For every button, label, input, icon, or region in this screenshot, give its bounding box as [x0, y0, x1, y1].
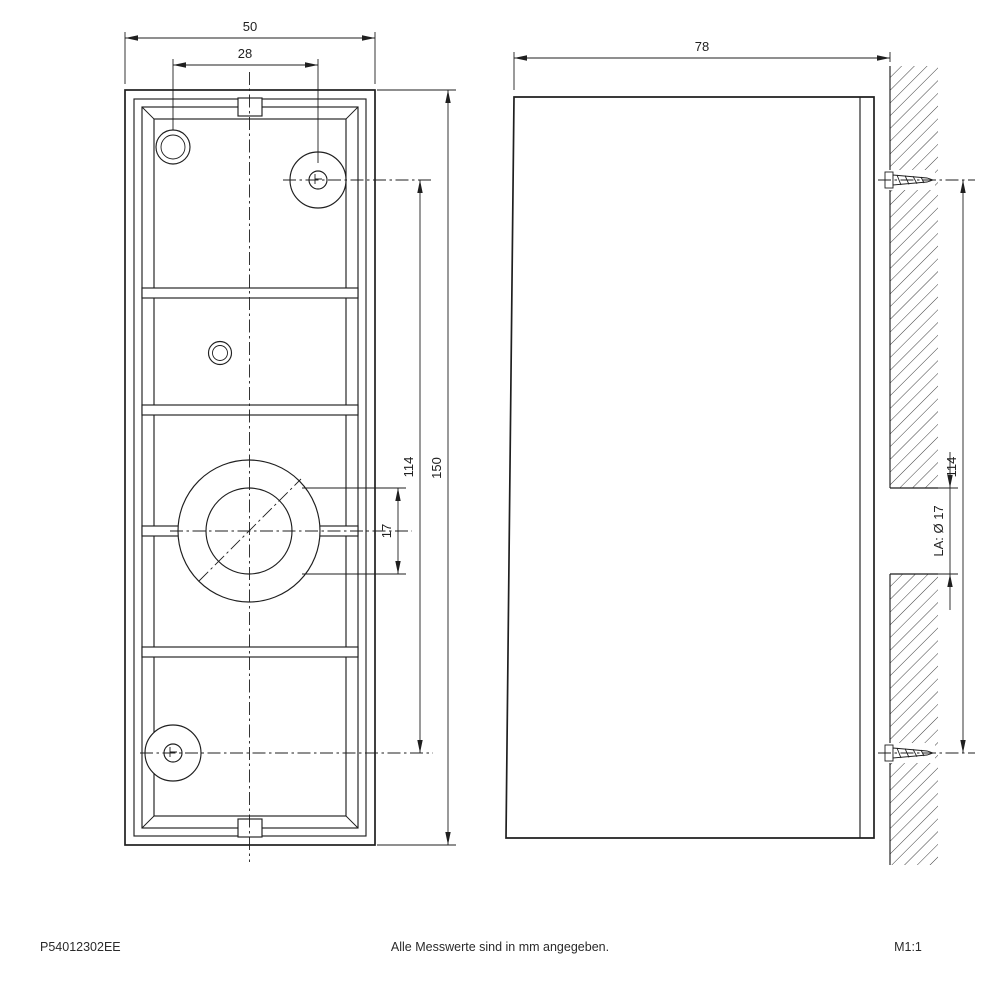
- dim-side-outlet-label: LA: Ø 17: [931, 505, 946, 556]
- cable-entry-top-left: [155, 129, 191, 165]
- snap-tab-top: [237, 97, 263, 117]
- dim-front-hole-spacing-label: 114: [401, 457, 416, 478]
- wall-section: [889, 66, 938, 865]
- dim-front-hole-offset-label: 28: [238, 46, 252, 61]
- wall-hatch-lower: [890, 574, 938, 865]
- dim-side-depth-label: 78: [695, 39, 709, 54]
- front-dimensions: 50 28 150 114 17: [124, 19, 456, 846]
- wall-outlet-gap-edges: [890, 487, 938, 575]
- dim-front-center-hole-label: 17: [379, 524, 394, 538]
- front-center-lines: [140, 72, 433, 862]
- scale-label: M1:1: [894, 940, 922, 954]
- housing-profile: [505, 96, 875, 839]
- dim-front-height-label: 150: [429, 457, 444, 479]
- front-view: 50 28 150 114 17: [124, 19, 456, 862]
- wall-hatch-upper: [890, 66, 938, 488]
- small-hole: [207, 340, 233, 366]
- units-note: Alle Messwerte sind in mm angegeben.: [391, 940, 609, 954]
- dim-side-screw-spacing-label: 114: [944, 457, 959, 478]
- side-dimensions: 78 114 LA: Ø 17: [513, 39, 966, 753]
- footer: P54012302EE Alle Messwerte sind in mm an…: [40, 940, 922, 954]
- dim-front-width-label: 50: [243, 19, 257, 34]
- side-view: 78 114 LA: Ø 17: [505, 39, 975, 865]
- part-number: P54012302EE: [40, 940, 121, 954]
- side-center-lines: [878, 179, 975, 754]
- snap-tab-bottom: [237, 818, 263, 838]
